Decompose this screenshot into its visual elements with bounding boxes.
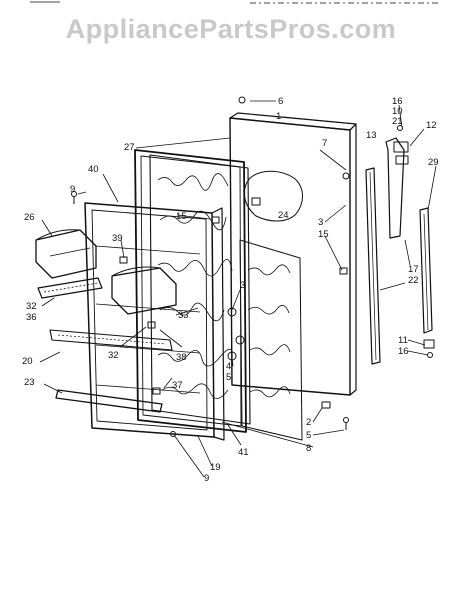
- handle-assembly: [365, 137, 435, 365]
- leader-lines: [39, 100, 437, 478]
- callout-21: 21: [392, 116, 403, 127]
- bottom-trim-strip: [55, 389, 163, 413]
- callout-39: 39: [112, 233, 123, 244]
- callout-24: 24: [278, 210, 289, 221]
- callout-15b: 15: [318, 229, 329, 240]
- callout-17: 17: [408, 264, 419, 275]
- callout-15a: 15: [176, 211, 187, 222]
- callout-13: 13: [366, 130, 377, 141]
- callout-19: 19: [210, 462, 221, 473]
- callout-38: 38: [176, 352, 187, 363]
- callout-16b: 16: [398, 346, 409, 357]
- callout-23: 23: [24, 377, 35, 388]
- callout-4: 4: [226, 361, 231, 372]
- callout-41: 41: [238, 447, 249, 458]
- callout-33: 33: [178, 310, 189, 321]
- watermark-text: AppliancePartsPros.com: [65, 14, 397, 44]
- inner-foam-layer: [239, 239, 303, 441]
- door-gasket: [134, 149, 247, 433]
- callout-3a: 3: [318, 217, 323, 228]
- dairy-compartment: [35, 229, 97, 279]
- callout-32b: 32: [108, 350, 119, 361]
- callout-3b: 3: [240, 280, 245, 291]
- callout-11: 11: [398, 335, 408, 346]
- callout-9a: 9: [70, 184, 75, 195]
- callout-26: 26: [24, 212, 35, 223]
- callout-32a: 32: [26, 301, 37, 312]
- callout-20: 20: [22, 356, 33, 367]
- callout-5b: 5: [306, 430, 311, 441]
- callout-7: 7: [322, 138, 327, 149]
- callout-36: 36: [26, 312, 37, 323]
- header-scan-marks: [30, 1, 440, 4]
- callout-16a: 16: [392, 96, 403, 107]
- inner-door-liner: [84, 202, 225, 441]
- door-shelf-bins: [37, 277, 173, 351]
- callout-6: 6: [278, 96, 283, 107]
- callout-8: 8: [306, 443, 311, 454]
- callout-27: 27: [124, 142, 135, 153]
- callout-12: 12: [426, 120, 437, 131]
- insulation-sheet: [149, 154, 251, 425]
- callout-29: 29: [428, 157, 439, 168]
- callout-1: 1: [276, 111, 281, 122]
- callout-22: 22: [408, 275, 419, 286]
- callout-5a: 5: [226, 372, 231, 383]
- screw-hardware: [71, 96, 433, 437]
- callout-37: 37: [172, 380, 183, 391]
- butter-compartment: [111, 266, 177, 315]
- callout-labels: 6 1 27 40 9 26 15 7 24 3 15 16 10 21 12 …: [22, 96, 439, 484]
- callout-10: 10: [392, 106, 403, 117]
- callout-2: 2: [306, 417, 311, 428]
- callout-9b: 9: [204, 473, 209, 484]
- callout-40: 40: [88, 164, 99, 175]
- outer-door-panel: [229, 112, 357, 396]
